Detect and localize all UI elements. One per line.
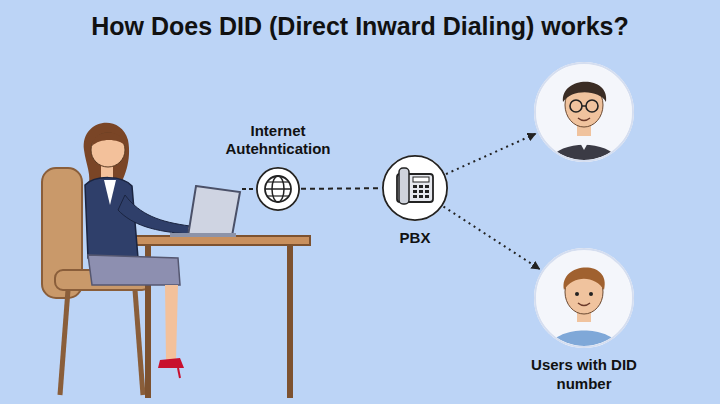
key-dot [419, 185, 423, 188]
node-outline [382, 155, 448, 221]
node-outline [534, 248, 634, 348]
network-wire [242, 188, 254, 190]
key-dot [413, 185, 417, 188]
dotted-arrow [446, 134, 536, 174]
node-label-box: Users with DID number [514, 356, 654, 394]
user-node: Users with DID number [534, 248, 634, 348]
pbx-node: PBX [382, 155, 448, 221]
key-dot [419, 190, 423, 193]
user-avatar [534, 62, 634, 165]
key-dot [425, 185, 429, 188]
key-dot [413, 195, 417, 198]
title: How Does DID (Direct Inward Dialing) wor… [91, 12, 629, 41]
node-circle [383, 156, 447, 220]
node-circle [535, 63, 633, 161]
globe-icon [256, 167, 300, 211]
globe-node: Internet Autehntication [256, 167, 300, 211]
woman-at-laptop [84, 123, 198, 378]
title-bar: How Does DID (Direct Inward Dialing) wor… [0, 12, 720, 41]
node-label: Users with DID number [514, 356, 654, 394]
node-circle [257, 168, 299, 210]
node-label-box: Internet Autehntication [203, 122, 353, 160]
key-dot [425, 190, 429, 193]
key-dot [419, 195, 423, 198]
node-label-box: PBX [375, 229, 455, 248]
laptop [170, 186, 240, 237]
user-avatar [534, 248, 634, 350]
pbx-phone-icon [382, 155, 448, 221]
node-circle [535, 249, 633, 347]
dotted-arrow [443, 207, 539, 270]
node-label: PBX [375, 229, 455, 248]
key-dot [425, 195, 429, 198]
node-label: Internet Autehntication [203, 122, 353, 160]
user-node [534, 62, 634, 162]
node-outline [256, 167, 300, 211]
node-outline [534, 62, 634, 162]
dashed-link [301, 187, 381, 190]
key-dot [413, 190, 417, 193]
